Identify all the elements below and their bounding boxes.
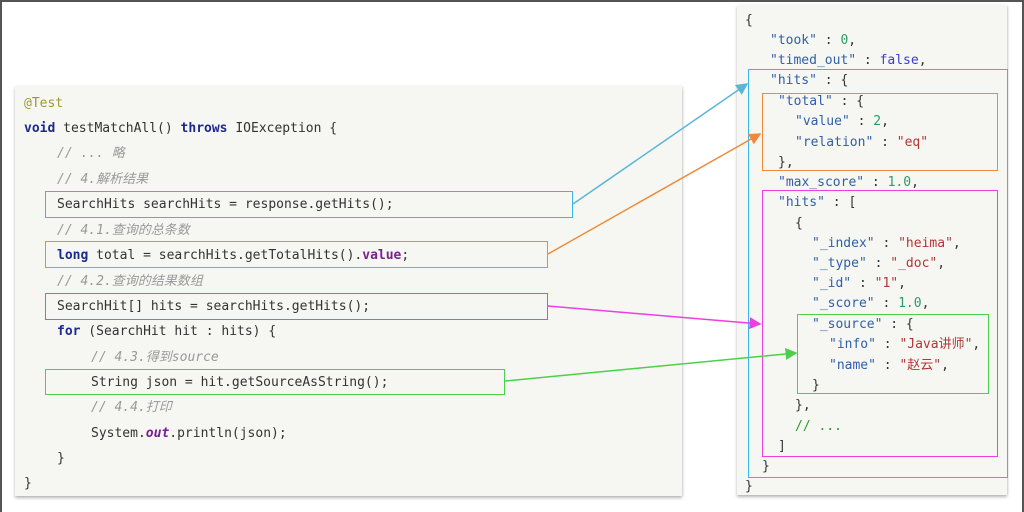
val-max-score: 1.0 xyxy=(887,175,912,190)
keyword-throws: throws xyxy=(180,121,228,136)
field-value: value xyxy=(362,248,402,263)
field-out: out xyxy=(145,426,170,441)
json-index: "_index" : "heima", xyxy=(812,236,961,251)
comment-omit: // ... 略 xyxy=(57,146,125,161)
window-right-border xyxy=(1022,0,1024,512)
json-obj-close: }, xyxy=(795,398,811,413)
key-name: "name" xyxy=(829,358,876,373)
json-source-box xyxy=(797,314,989,394)
key-value: "value" xyxy=(795,114,850,129)
keyword-void: void xyxy=(24,121,56,136)
json-source: "_source" : { xyxy=(812,317,914,332)
key-relation: "relation" xyxy=(795,135,874,150)
key-timed-out: "timed_out" xyxy=(770,53,857,68)
code-line-searchhits: SearchHits searchHits = response.getHits… xyxy=(57,197,394,212)
json-type: "_type" : "_doc", xyxy=(812,256,946,271)
code-line-hits: SearchHit[] hits = searchHits.getHits(); xyxy=(57,299,371,314)
val-score: 1.0 xyxy=(898,296,922,311)
keyword-for: for xyxy=(57,324,81,339)
json-ellipsis-comment: // ... xyxy=(795,419,842,434)
json-took: "took" : 0, xyxy=(770,33,857,48)
system-class: System. xyxy=(91,426,146,441)
close-for-brace: } xyxy=(57,451,65,466)
json-array-close: ] xyxy=(778,439,786,454)
key-score: "_score" xyxy=(812,296,875,311)
code-line-annotation: @Test xyxy=(24,96,63,112)
key-hits-array: "hits" xyxy=(778,195,825,210)
json-total-close: }, xyxy=(778,155,794,170)
key-type: "_type" xyxy=(812,256,867,271)
val-took: 0 xyxy=(840,33,849,48)
key-index: "_index" xyxy=(812,236,875,251)
json-obj-open: { xyxy=(795,216,803,231)
semicolon: ; xyxy=(401,248,410,263)
key-total: "total" xyxy=(778,94,833,109)
annotation-test: @Test xyxy=(24,96,64,111)
comment-source: // 4.3.得到source xyxy=(91,350,219,365)
comment-total: // 4.1.查询的总条数 xyxy=(57,223,190,238)
code-line-json: String json = hit.getSourceAsString(); xyxy=(91,375,389,390)
val-id: "1" xyxy=(874,276,899,291)
java-code-panel: @Test void testMatchAll() throws IOExcep… xyxy=(15,86,682,496)
json-relation: "relation" : "eq" xyxy=(795,135,929,150)
json-timed-out: "timed_out" : false, xyxy=(770,53,927,68)
val-info: "Java讲师" xyxy=(899,337,973,352)
json-value: "value" : 2, xyxy=(795,114,889,129)
method-name: testMatchAll() xyxy=(55,121,181,136)
key-hits: "hits" xyxy=(770,73,817,88)
json-info: "info" : "Java讲师", xyxy=(829,337,981,352)
json-hits-close: } xyxy=(762,459,770,474)
comment-array: // 4.2.查询的结果数组 xyxy=(57,274,203,289)
window-top-border xyxy=(0,0,1024,2)
json-total-box xyxy=(762,93,998,171)
val-index: "heima" xyxy=(898,236,953,251)
key-info: "info" xyxy=(829,337,876,352)
close-method-brace: } xyxy=(24,476,32,491)
exception-type: IOException { xyxy=(227,121,338,136)
code-line-print: System.out.println(json); xyxy=(91,426,287,442)
json-name: "name" : "赵云", xyxy=(829,358,949,373)
json-total: "total" : { xyxy=(778,94,865,109)
json-hits-array-box xyxy=(762,190,998,457)
val-value: 2 xyxy=(873,114,882,129)
key-source: "_source" xyxy=(812,317,883,332)
comment-print: // 4.4.打印 xyxy=(91,400,172,415)
highlight-json-box xyxy=(45,369,505,395)
json-hits-box xyxy=(748,69,1008,478)
val-name: "赵云" xyxy=(899,358,942,373)
val-timed-out: false xyxy=(879,53,919,68)
code-line-total: long total = searchHits.getTotalHits().v… xyxy=(57,248,409,264)
json-close-brace: } xyxy=(745,479,753,494)
println-call: .println(json); xyxy=(169,426,287,441)
window-left-border xyxy=(0,0,2,512)
json-response-panel: { "took" : 0, "timed_out" : false, "hits… xyxy=(737,5,1007,495)
for-expression: (SearchHit hit : hits) { xyxy=(80,324,277,339)
val-type: "_doc" xyxy=(890,256,938,271)
val-relation: "eq" xyxy=(896,135,929,150)
comment-parse-result: // 4.解析结果 xyxy=(57,172,149,187)
highlight-searchhits-box xyxy=(45,191,573,218)
json-hits: "hits" : { xyxy=(770,73,849,88)
highlight-total-box xyxy=(45,241,548,268)
json-open-brace: { xyxy=(745,13,753,28)
json-id: "_id" : "1", xyxy=(812,276,906,291)
highlight-hits-box xyxy=(45,293,548,320)
json-source-close: } xyxy=(812,378,820,393)
total-expression: total = searchHits.getTotalHits(). xyxy=(88,248,363,263)
keyword-long: long xyxy=(57,248,89,263)
key-took: "took" xyxy=(770,33,817,48)
code-line-for: for (SearchHit hit : hits) { xyxy=(57,324,276,340)
json-hits-array: "hits" : [ xyxy=(778,195,857,210)
key-max-score: "max_score" xyxy=(778,175,865,190)
json-max-score: "max_score" : 1.0, xyxy=(778,175,919,190)
code-line-signature: void testMatchAll() throws IOException { xyxy=(24,121,337,137)
json-score: "_score" : 1.0, xyxy=(812,296,930,311)
key-id: "_id" xyxy=(812,276,852,291)
